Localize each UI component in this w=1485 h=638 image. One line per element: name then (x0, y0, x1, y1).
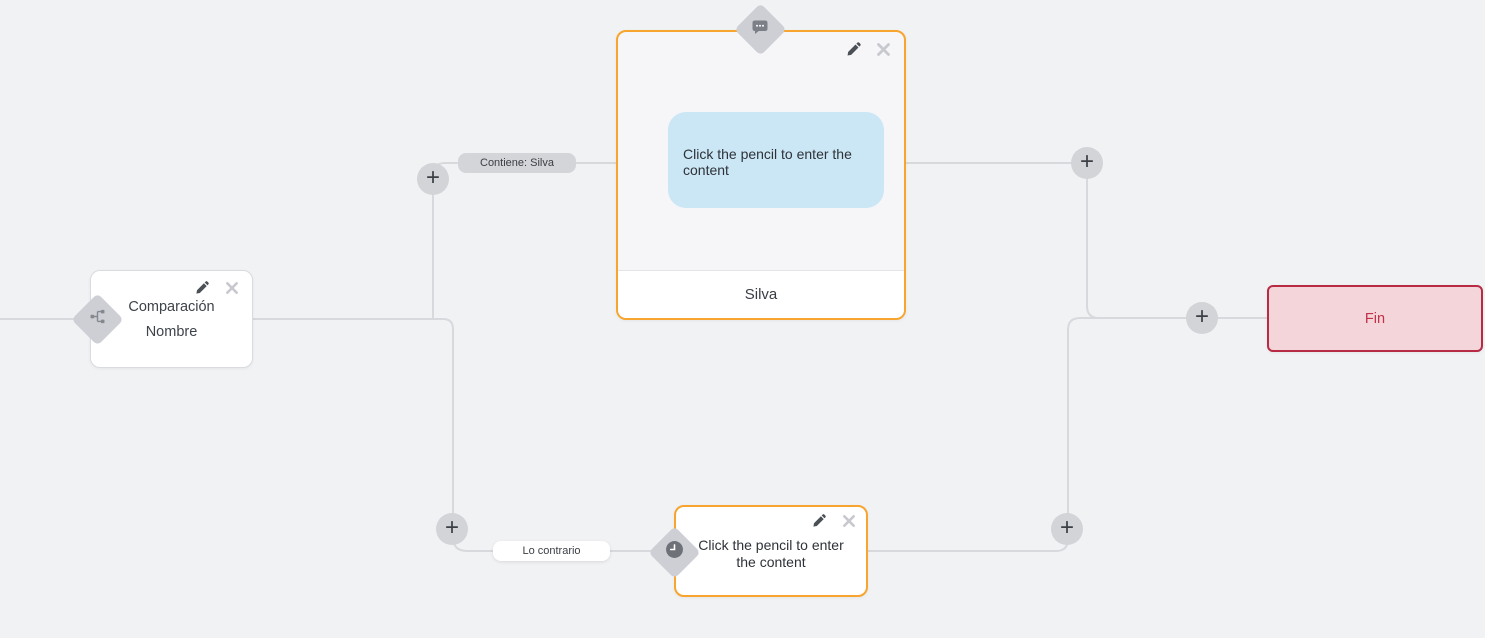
close-icon (225, 281, 239, 300)
edge-label-condition-match: Contiene: Silva (458, 153, 576, 173)
add-node-button-after-delay[interactable]: + (1051, 513, 1083, 545)
comparison-node-port[interactable] (70, 292, 124, 346)
branch-icon (90, 309, 105, 329)
edit-button[interactable] (810, 513, 827, 534)
delete-button[interactable] (875, 42, 892, 62)
comparison-node-subtitle: Nombre (145, 324, 198, 340)
pencil-icon (845, 41, 862, 63)
message-node-footer: Silva (618, 270, 904, 318)
add-node-button-branch-bottom[interactable]: + (436, 513, 468, 545)
message-node-port[interactable] (733, 2, 787, 56)
message-node[interactable]: Click the pencil to enter the content Si… (616, 30, 906, 320)
add-node-button-branch-top[interactable]: + (417, 163, 449, 195)
comparison-node-title: Comparación (128, 299, 215, 315)
edge-label-condition-else: Lo contrario (493, 541, 610, 561)
delete-button[interactable] (223, 282, 240, 299)
pencil-icon (194, 280, 210, 301)
message-placeholder-text: Click the pencil to enter the content (683, 146, 852, 178)
delay-node-port[interactable] (647, 525, 701, 579)
comparison-node-actions (193, 280, 240, 301)
message-node-actions (845, 41, 892, 63)
delete-button[interactable] (840, 515, 857, 532)
chat-bubble-icon (751, 19, 769, 40)
close-icon (842, 514, 856, 533)
add-node-button-after-message[interactable]: + (1071, 147, 1103, 179)
pencil-icon (811, 513, 827, 534)
edit-button[interactable] (845, 41, 862, 63)
clock-icon (665, 540, 684, 564)
message-bubble: Click the pencil to enter the content (668, 112, 884, 208)
end-node[interactable]: Fin (1267, 285, 1483, 352)
edit-button[interactable] (193, 280, 210, 301)
close-icon (876, 42, 891, 62)
delay-placeholder-text: Click the pencil to enter the content (698, 537, 844, 570)
delay-node-actions (810, 513, 857, 534)
delay-node[interactable]: Click the pencil to enter the content (674, 505, 868, 597)
add-node-button-before-end[interactable]: + (1186, 302, 1218, 334)
